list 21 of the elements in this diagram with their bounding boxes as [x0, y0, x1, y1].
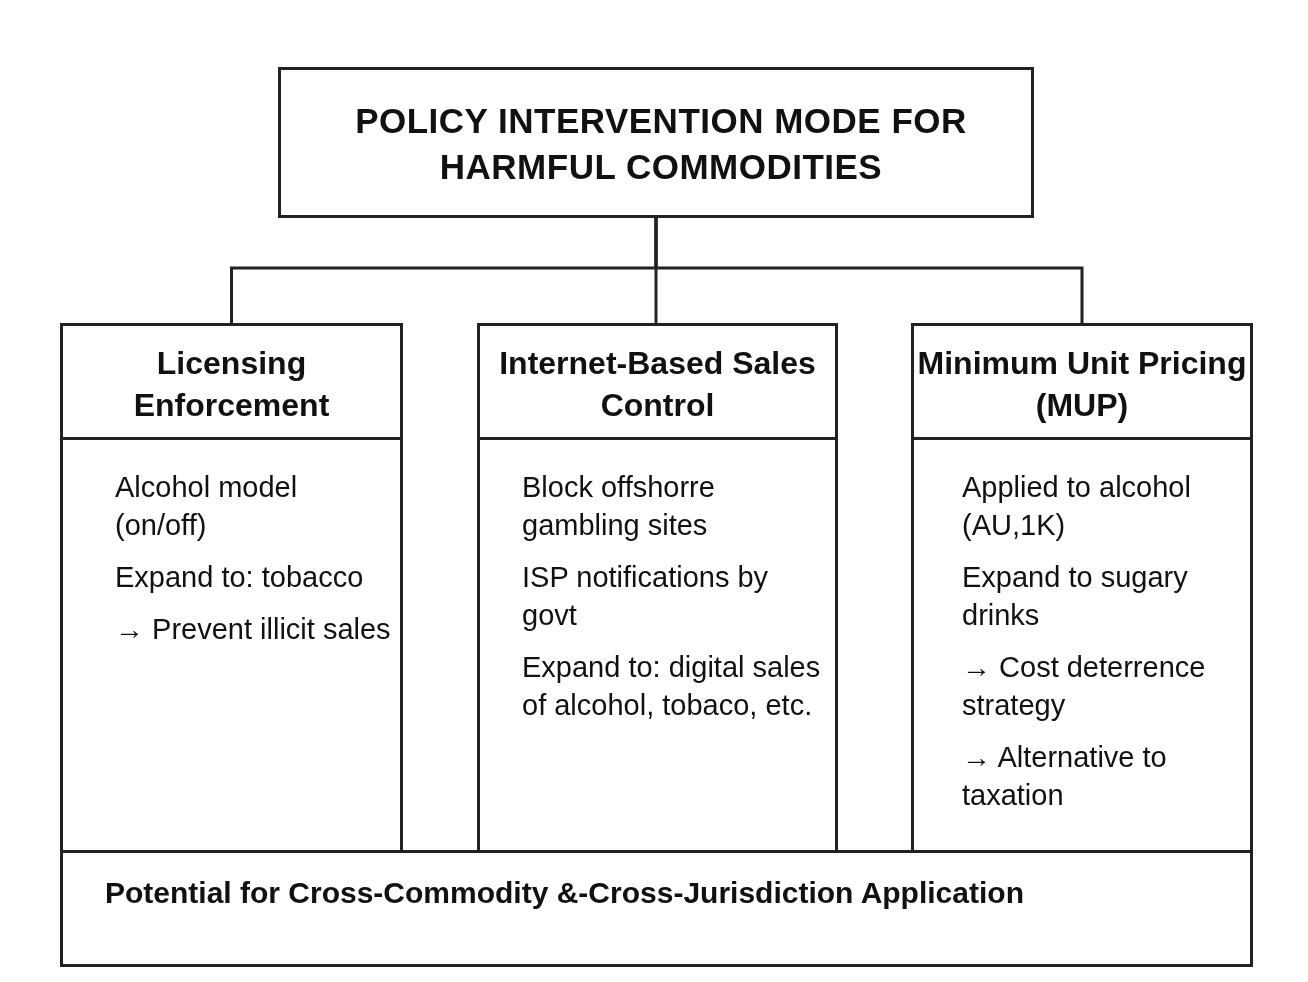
panel-item: ISP notifications by govt — [521, 560, 770, 633]
summary-text: Potential for Cross-Commodity &-Cross-Jurisdiction Application — [104, 875, 1025, 911]
title-text: POLICY INTERVENTION MODE FOR HARMFUL COMMODITIES — [354, 100, 968, 188]
panel-heading: Minimum Unit Pricing (MUP) — [914, 326, 1250, 440]
panel-item: → Prevent illicit sales — [114, 612, 392, 647]
panel-item: → Cost deterrence strategy — [961, 650, 1207, 723]
panel-item: Expand to sugary drinks — [961, 560, 1189, 633]
panel-heading: Internet-Based Sales Control — [480, 326, 835, 440]
category-panel — [60, 323, 403, 853]
panel-item: Alcohol model (on/off) — [114, 470, 299, 543]
summary-band — [60, 850, 1253, 967]
connector-line — [654, 218, 1084, 323]
panel-item: Expand to: digital sales of alcohol, tobaco, etc. — [521, 650, 822, 723]
panel-item: Block offshorre gambling sites — [521, 470, 716, 543]
panel-item: → Alternative to taxation — [961, 740, 1168, 813]
panel-item: Applied to alcohol (AU,1K) — [961, 470, 1192, 543]
panel-heading: Licensing Enforcement — [63, 326, 400, 440]
panel-item: Expand to: tobacco — [114, 560, 365, 595]
category-panel — [477, 323, 838, 853]
category-panel — [911, 323, 1253, 853]
title-box — [278, 67, 1034, 218]
